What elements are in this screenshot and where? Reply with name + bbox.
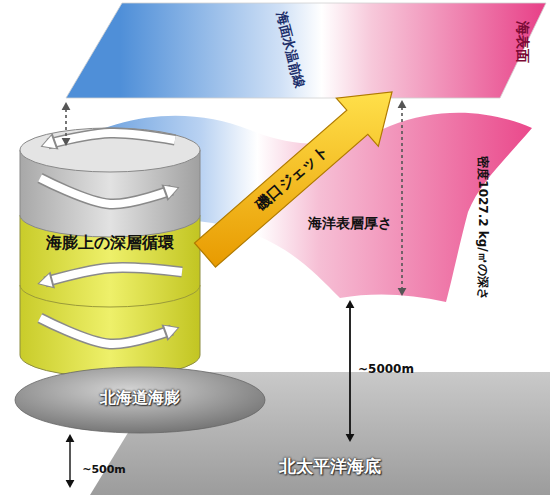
arrow-head [66,434,75,442]
hokkaido-rise-node: 北海道海膨 [14,365,268,437]
dimension-line [65,109,67,139]
arrow-head [164,186,178,198]
arrow-head [37,271,55,288]
arrow-head [164,326,178,338]
flow-arrow-outline [45,268,182,282]
flow-arrow [40,178,172,204]
flow-arrow-outline [48,133,175,144]
density-surface-text: 密度1027.2 kg/㎥の深さ [475,156,488,299]
density-surface-text: 海洋表層厚さ [308,216,392,231]
depth-dimension: ~5000m [358,363,414,376]
arrow-head [39,274,52,287]
hokkaido-rise-text: 北海道海膨 [100,389,180,407]
flow-arrow [48,133,175,144]
band-divider [20,285,200,307]
sea-floor-text: 北太平洋海底 [279,457,381,476]
dimension-line [401,107,403,289]
arrow-head [161,324,179,341]
jet-arrow [194,92,392,267]
arrow-head [42,136,56,148]
sea-surface-node: 海面水温前線海表面 [60,0,550,100]
sea-surface-text: 海表面 [514,21,529,63]
circulation-lower-band [20,215,200,377]
deep-circulation-node: 海膨上の深層循環 [18,125,208,380]
arrow-head [398,100,407,108]
arrow-head [346,300,355,308]
jet-node: 磯口ジェット [195,85,400,265]
hokkaido-rise [15,367,265,433]
circulation-top [20,128,200,172]
flow-arrow-outline [40,178,172,204]
arrow-head [346,434,355,442]
deep-circulation-shape [18,125,208,380]
arrow-head [398,288,407,296]
arrow-head [62,138,71,146]
arrow-head [66,480,75,488]
deep-circulation-text: 海膨上の深層循環 [46,234,174,252]
flow-arrow [40,318,172,344]
height-dimension: ~500m [82,464,126,476]
dimension-line [349,307,351,435]
arrow-head [161,184,179,201]
flow-arrow-outline [40,318,172,344]
arrow-head [62,102,71,110]
flow-arrow [45,268,182,282]
arrow-head [40,133,58,150]
sea-floor-plane [90,372,550,495]
sea-surface-plane [66,3,546,98]
dimension-line [69,441,70,481]
jet-text: 磯口ジェット [253,142,332,213]
